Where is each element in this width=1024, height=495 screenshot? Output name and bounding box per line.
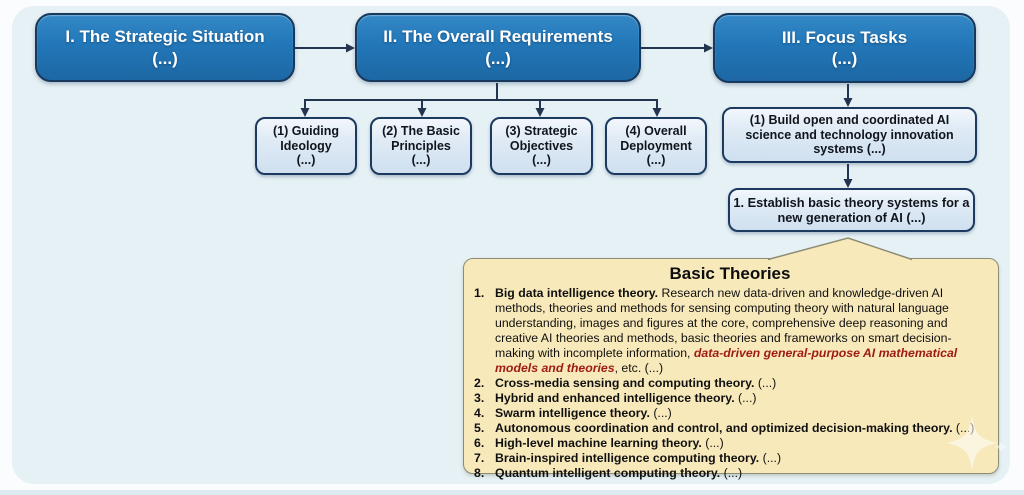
list-item: 4. Swarm intelligence theory. (...) — [474, 406, 672, 420]
box-overall-requirements: II. The Overall Requirements (...) — [355, 13, 641, 82]
box-strategic-situation-label: I. The Strategic Situation — [65, 27, 265, 47]
box-focus-tasks: III. Focus Tasks (...) — [713, 13, 976, 83]
box-basic-principles-label: (2) The Basic Principles — [382, 123, 460, 153]
list-item: 2. Cross-media sensing and computing the… — [474, 376, 777, 390]
box-focus-tasks-more: (...) — [831, 49, 858, 68]
box-strategic-situation: I. The Strategic Situation (...) — [35, 13, 295, 82]
box-basic-principles: (2) The Basic Principles (...) — [370, 117, 472, 175]
box-focus-tasks-label: III. Focus Tasks — [781, 27, 908, 47]
box-strategic-objectives-label: (3) Strategic Objectives — [505, 123, 578, 153]
box-overall-requirements-label: II. The Overall Requirements — [383, 27, 613, 47]
box-guiding-ideology: (1) Guiding Ideology (...) — [255, 117, 357, 175]
box-guiding-ideology-more: (...) — [296, 153, 316, 168]
box-basic-principles-more: (...) — [411, 153, 431, 168]
box-basic-theory-systems: 1. Establish basic theory systems for a … — [728, 188, 975, 232]
basic-theories-note: Basic Theories 1. Big data intelligence … — [463, 258, 999, 480]
bottom-edge-strip — [0, 490, 1024, 495]
list-item: 6. High-level machine learning theory. (… — [474, 436, 724, 450]
list-item: 1. Big data intelligence theory. Researc… — [474, 286, 958, 375]
box-basic-theory-systems-label: 1. Establish basic theory systems for a … — [733, 194, 970, 225]
list-item: 5. Autonomous coordination and control, … — [474, 421, 975, 435]
box-overall-deployment-label: (4) Overall Deployment — [620, 123, 692, 153]
box-guiding-ideology-label: (1) Guiding Ideology — [273, 123, 339, 153]
box-overall-deployment-more: (...) — [646, 153, 666, 168]
box-strategic-objectives-more: (...) — [532, 153, 551, 168]
list-item: 8. Quantum intelligent computing theory.… — [474, 466, 743, 480]
list-item: 7. Brain-inspired intelligence computing… — [474, 451, 782, 465]
box-overall-requirements-more: (...) — [485, 48, 511, 68]
box-overall-deployment: (4) Overall Deployment (...) — [605, 117, 707, 175]
box-strategic-objectives: (3) Strategic Objectives (...) — [490, 117, 593, 175]
box-innovation-systems-label: (1) Build open and coordinated AI scienc… — [745, 112, 954, 157]
note-title: Basic Theories — [669, 264, 791, 283]
list-item: 3. Hybrid and enhanced intelligence theo… — [474, 391, 757, 405]
box-innovation-systems: (1) Build open and coordinated AI scienc… — [722, 107, 977, 163]
highlighted-phrase: data-driven general-purpose AI mathemati… — [495, 346, 958, 375]
box-strategic-situation-more: (...) — [152, 48, 178, 68]
theory-list: 1. Big data intelligence theory. Researc… — [474, 286, 986, 481]
